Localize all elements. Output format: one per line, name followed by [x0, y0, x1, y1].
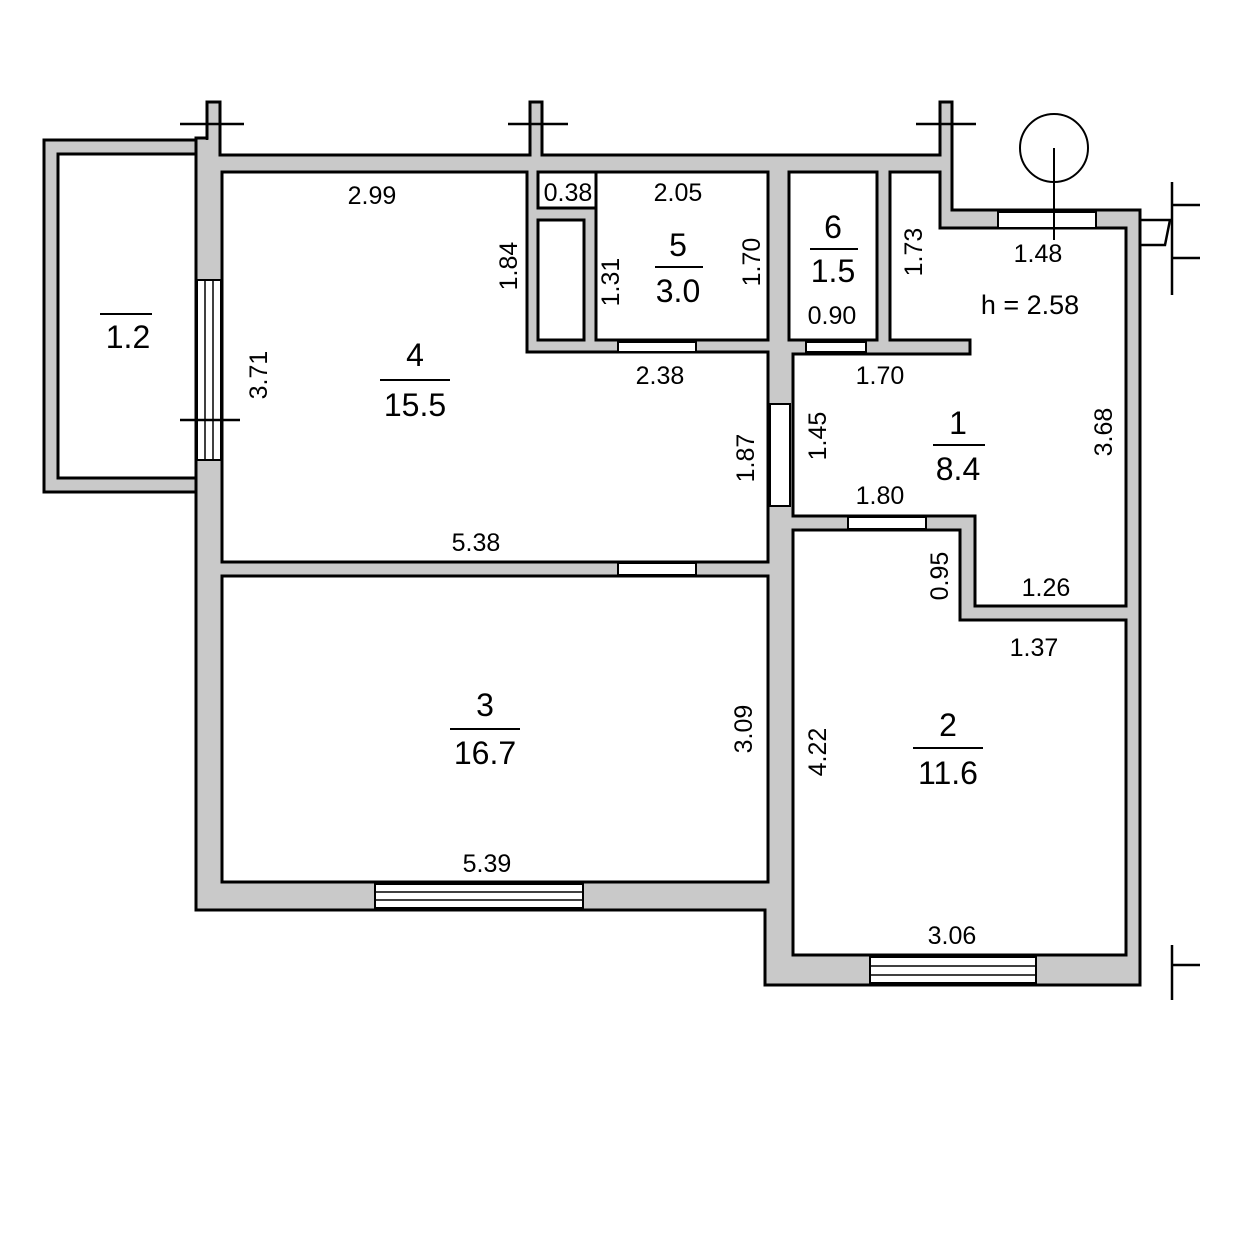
dim-room2-left: 4.22: [804, 728, 832, 777]
balcony-area: 1.2: [106, 319, 150, 355]
room-1-area: 8.4: [936, 451, 980, 487]
dim-step-height: 0.95: [926, 552, 954, 601]
dim-corridor-side: 1.73: [900, 228, 928, 277]
doors: [617, 341, 927, 576]
windows: [196, 211, 1097, 984]
dim-closet-top: 0.38: [544, 179, 593, 207]
room-5-number: 5: [669, 227, 687, 263]
dim-corridor-top: 1.48: [1014, 240, 1063, 268]
dim-room1-left: 1.45: [804, 412, 832, 461]
room-6-number: 6: [824, 209, 842, 245]
room-5-area: 3.0: [656, 273, 700, 309]
room-6-area: 1.5: [811, 253, 855, 289]
door-room-3: [617, 562, 697, 576]
dim-room1-right: 3.68: [1090, 408, 1118, 457]
room-labels: 4 15.5 5 3.0 6 1.5 1 8.4 3 16.7 2 11.6 1…: [100, 209, 1079, 791]
room-3-number: 3: [476, 687, 494, 723]
dim-room2-top: 1.37: [1010, 634, 1059, 662]
dim-room4-left: 3.71: [245, 351, 273, 400]
dim-room1-top: 1.70: [856, 362, 905, 390]
dim-room3-right: 3.09: [730, 705, 758, 754]
door-room-2: [847, 516, 927, 530]
room-1-number: 1: [949, 405, 967, 441]
room-4-interior: [220, 170, 770, 564]
structure-ticks: [180, 102, 1200, 1000]
dim-step-bottom: 1.26: [1022, 574, 1071, 602]
door-room-6: [805, 341, 867, 353]
room-4-area: 15.5: [384, 387, 446, 423]
room-6-interior: [787, 170, 879, 342]
ceiling-height: h = 2.58: [981, 290, 1079, 320]
window-top-right: [997, 211, 1097, 229]
window-room-2: [869, 956, 1037, 984]
dim-room5-right: 1.70: [738, 238, 766, 287]
dim-room4-top: 2.99: [348, 182, 397, 210]
room-2-number: 2: [939, 707, 957, 743]
dim-room1-bottom: 1.80: [856, 482, 905, 510]
compass-circle-icon: [1019, 113, 1089, 240]
dim-room5-left: 1.31: [597, 258, 625, 307]
closet-niche: [536, 218, 586, 342]
dim-room3-bottom: 5.39: [463, 850, 512, 878]
dim-room4-bottom: 5.38: [452, 529, 501, 557]
room-1-interior: [791, 170, 1128, 608]
dim-room4-right: 1.87: [732, 434, 760, 483]
dim-room5-top: 2.05: [654, 179, 703, 207]
dim-room5-bottom: 2.38: [636, 362, 685, 390]
dimension-labels: 2.99 3.71 1.84 5.38 1.87 0.38 2.05 1.31 …: [245, 179, 1118, 950]
door-room-5: [617, 341, 697, 353]
dim-room2-bottom: 3.06: [928, 922, 977, 950]
window-balcony: [196, 279, 222, 461]
room-4-number: 4: [406, 337, 424, 373]
closet-top-interior: [536, 170, 598, 210]
dim-room6-bottom: 0.90: [808, 302, 857, 330]
room-interiors: [56, 152, 1128, 957]
room-3-area: 16.7: [454, 735, 516, 771]
room-2-interior: [791, 528, 1128, 957]
door-room-4: [769, 403, 791, 507]
room-2-area: 11.6: [918, 755, 978, 791]
room-5-interior: [594, 170, 770, 342]
window-room-3: [374, 883, 584, 909]
balcony-interior: [56, 152, 198, 480]
dim-room4-notch: 1.84: [495, 242, 523, 291]
